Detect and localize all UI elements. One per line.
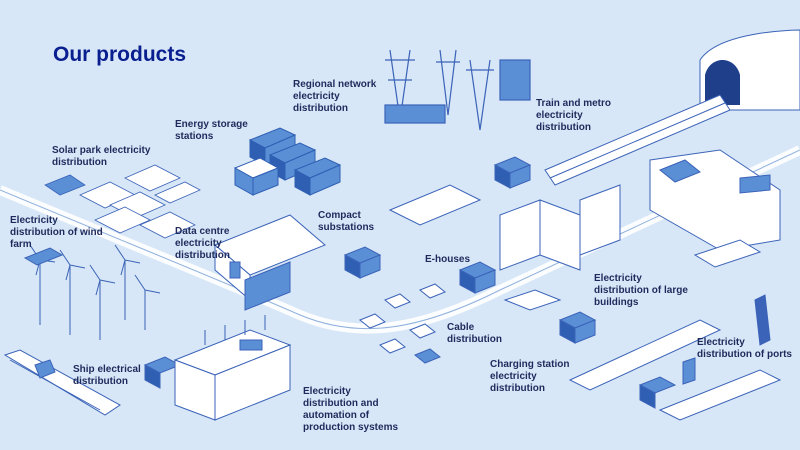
charging-station-illustration [503, 289, 597, 344]
label-line: automation of [303, 410, 370, 421]
label-cable-distribution: Cable distribution [447, 322, 502, 346]
label-charging-station: Charging station electricity distributio… [490, 359, 569, 395]
label-solar-park: Solar park electricity distribution [52, 145, 150, 169]
label-line: Ship electrical [73, 364, 141, 375]
large-buildings-illustration [499, 149, 781, 271]
e-house-illustration [458, 261, 497, 294]
label-line: Cable [447, 322, 475, 333]
train-illustration [544, 29, 800, 186]
page-title: Our products [53, 43, 187, 66]
data-centre-illustration [214, 214, 326, 311]
label-line: distribution of large [594, 285, 688, 296]
label-train-metro: Train and metro electricity distribution [536, 98, 611, 134]
label-line: Electricity [10, 215, 58, 226]
label-ports: Electricity distribution of ports [697, 337, 792, 361]
houses-illustration [359, 283, 446, 364]
label-line: Compact [318, 210, 361, 221]
factory-illustration [173, 315, 292, 421]
label-wind-farm: Electricity distribution of wind farm [10, 215, 103, 251]
label-line: Data centre [175, 226, 230, 237]
label-energy-storage: Energy storage stations [175, 119, 248, 143]
label-line: Solar park electricity [52, 145, 151, 156]
label-line: distribution [52, 157, 107, 168]
energy-storage-illustration [233, 127, 342, 196]
label-line: electricity [490, 371, 537, 382]
label-regional-network: Regional network electricity distributio… [293, 79, 376, 115]
label-line: farm [10, 239, 32, 250]
substation-illustration [384, 49, 531, 131]
label-production-systems: Electricity distribution and automation … [303, 386, 398, 434]
label-large-buildings: Electricity distribution of large buildi… [594, 273, 688, 309]
label-line: distribution [447, 334, 502, 345]
label-line: distribution [490, 383, 545, 394]
label-compact-substations: Compact substations [318, 210, 374, 234]
label-line: Electricity [303, 386, 351, 397]
compact-substation-illustration [343, 156, 532, 279]
label-line: Regional network [293, 79, 377, 90]
label-line: Charging station [490, 359, 570, 370]
label-line: distribution and [303, 398, 379, 409]
label-line: Electricity [594, 273, 642, 284]
port-illustration [568, 294, 782, 421]
label-line: Train and metro [536, 98, 612, 109]
label-e-houses: E-houses [425, 254, 470, 266]
label-line: distribution of ports [697, 349, 792, 360]
label-line: buildings [594, 297, 639, 308]
label-line: distribution [73, 376, 128, 387]
label-data-centre: Data centre electricity distribution [175, 226, 230, 262]
label-line: E-houses [425, 254, 471, 265]
label-line: stations [175, 131, 214, 142]
label-line: electricity [293, 91, 340, 102]
label-line: distribution of wind [10, 227, 103, 238]
road-edge [0, 149, 800, 330]
label-line: production systems [303, 422, 399, 433]
label-line: distribution [293, 103, 348, 114]
label-line: substations [318, 222, 375, 233]
label-line: distribution [536, 122, 591, 133]
solar-park-illustration [44, 164, 201, 239]
label-line: Electricity [697, 337, 745, 348]
label-line: electricity [175, 238, 222, 249]
label-ship: Ship electrical distribution [73, 364, 141, 388]
label-line: distribution [175, 250, 230, 261]
label-line: Energy storage [175, 119, 248, 130]
label-line: electricity [536, 110, 583, 121]
wind-farm-illustration [23, 244, 161, 340]
